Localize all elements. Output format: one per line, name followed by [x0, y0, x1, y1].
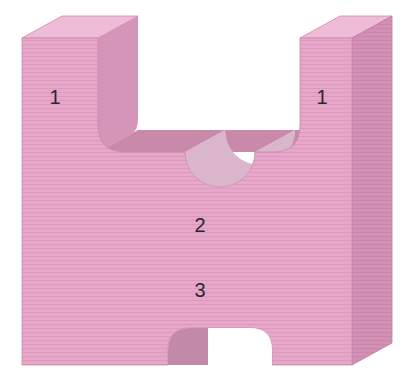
callout-number: 2 — [194, 215, 205, 235]
bottom-channel-opening — [208, 306, 312, 378]
callout-number: 1 — [49, 87, 60, 107]
front-face — [22, 38, 352, 365]
pillar-inner-wall — [98, 16, 138, 152]
pillar-top-face — [22, 16, 138, 38]
callout-number: 1 — [316, 87, 327, 107]
side-face — [352, 16, 392, 365]
callout-number: 3 — [194, 280, 205, 300]
